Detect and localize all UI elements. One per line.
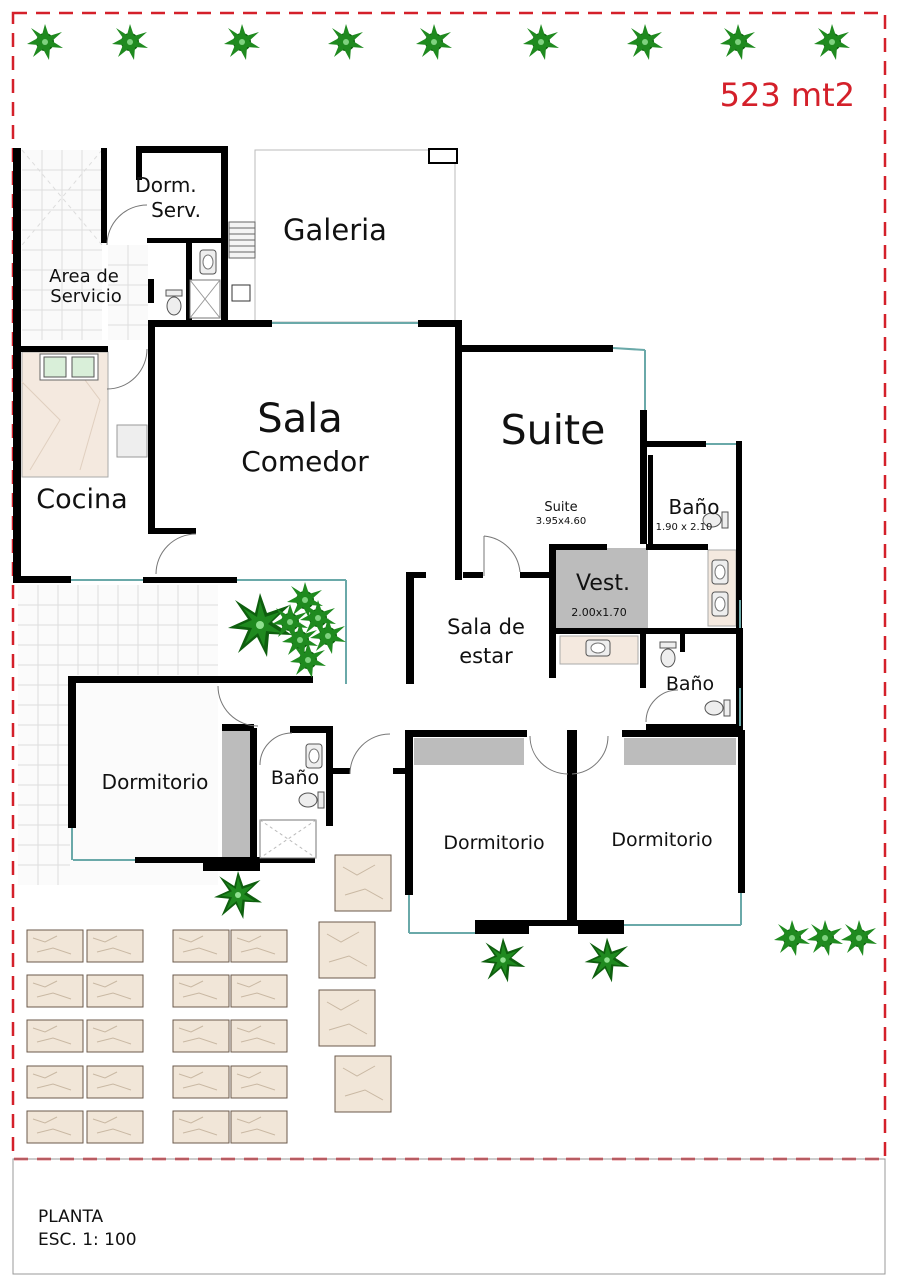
title-block-frame [12, 1158, 886, 1275]
tree-icon-south [214, 871, 877, 983]
service-area-tiles [21, 149, 148, 340]
room-label-vest: Vest. [576, 571, 630, 596]
windows [71, 322, 742, 934]
room-label-dormitorio-1: Dormitorio [102, 770, 209, 794]
room-label-dormitorio-3: Dormitorio [611, 829, 712, 851]
room-label-dormitorio-2: Dormitorio [443, 832, 544, 854]
footer-scale: ESC. 1: 100 [38, 1230, 137, 1250]
room-label-suite: Suite [501, 406, 606, 454]
room-label-sala: Sala [257, 396, 343, 442]
room-label-area-servicio-2: Servicio [50, 286, 121, 307]
room-label-dorm-serv-2: Serv. [151, 198, 201, 222]
terrace-tiles [18, 585, 218, 885]
room-label-galeria: Galeria [283, 213, 387, 247]
door-swings [106, 204, 679, 775]
room-label-bano-suite: Baño [669, 495, 720, 519]
walls [13, 146, 745, 934]
shower-icon [189, 279, 317, 859]
room-label-bano-3: Baño [271, 767, 319, 789]
room-label-dorm-serv: Dorm. [135, 173, 196, 197]
kitchen-counter [21, 351, 148, 478]
area-label: 523 mt2 [720, 76, 855, 114]
room-dims-suite: 3.95x4.60 [536, 516, 586, 527]
property-boundary [11, 11, 887, 1161]
room-label-cocina: Cocina [36, 484, 127, 515]
galeria-column [428, 148, 458, 164]
steps [228, 221, 256, 259]
room-label-area-servicio: Area de [49, 266, 119, 287]
room-dims-vest: 2.00x1.70 [571, 606, 627, 619]
room-label-sala-estar-2: estar [459, 644, 513, 668]
room-label-sala-estar: Sala de [447, 615, 525, 639]
room-dims-bano-suite: 1.90 x 2.10 [656, 522, 713, 533]
closets [222, 548, 736, 858]
room-label-comedor: Comedor [241, 445, 369, 478]
footer-title: PLANTA [38, 1207, 104, 1227]
room-label-suite-small: Suite [544, 500, 577, 515]
tree-icon-garden [228, 582, 346, 678]
room-label-bano-2: Baño [666, 673, 714, 695]
paving-stones [26, 854, 392, 1144]
tree-icon-row-top [27, 24, 850, 60]
